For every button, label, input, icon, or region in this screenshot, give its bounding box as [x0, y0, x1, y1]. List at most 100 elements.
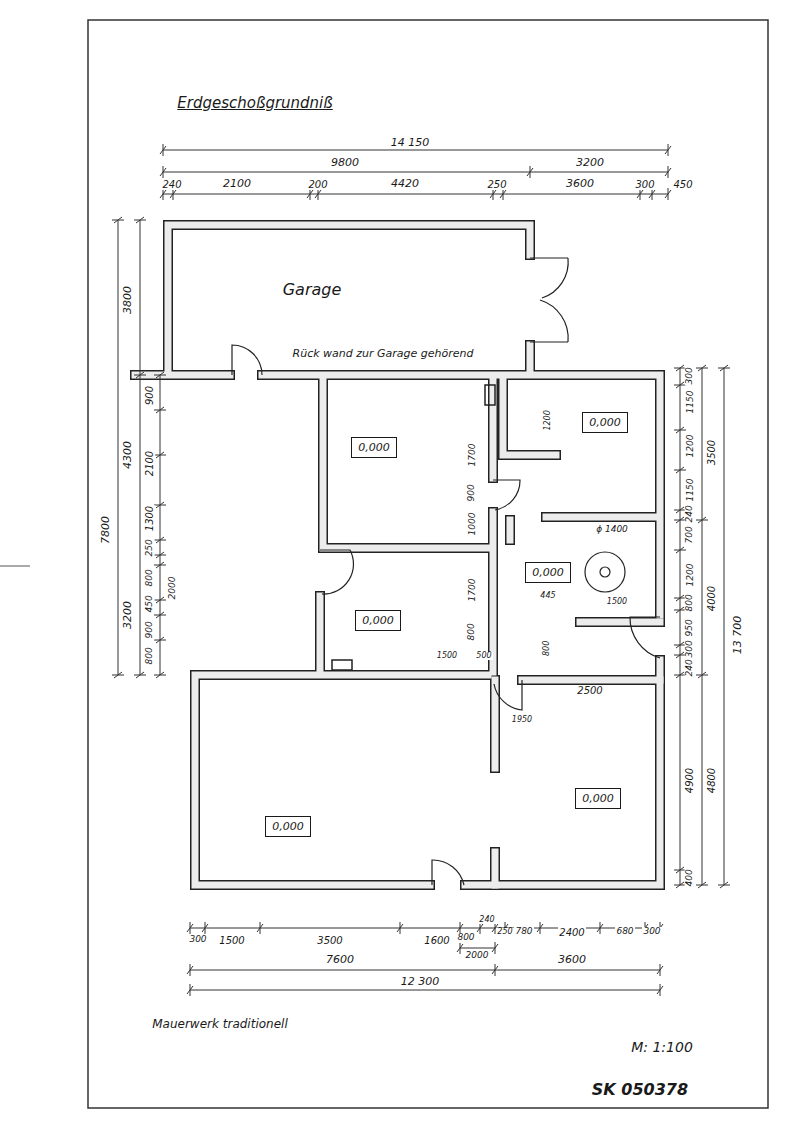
- dimension-text: 1000: [467, 512, 477, 537]
- dimension-tick: [674, 470, 686, 471]
- dimension-tick: [652, 188, 653, 200]
- wall-fill: [507, 520, 514, 540]
- dimension-text: 300: [685, 366, 695, 385]
- dimension-tick: [718, 368, 730, 369]
- dimension-text: 240: [161, 179, 182, 190]
- wall-fill: [262, 375, 660, 615]
- level-value: 0,000: [589, 416, 621, 429]
- level-box: 0,000: [525, 562, 571, 583]
- dimension-tick: [668, 166, 669, 178]
- dimension-text: 2100: [144, 449, 155, 476]
- wall-outline: [488, 380, 498, 478]
- dimension-text: 1150: [685, 390, 695, 415]
- door-swing: [630, 617, 660, 658]
- dimension-text: 2000: [167, 576, 177, 601]
- dimension-tick: [696, 368, 708, 369]
- wall-outline: [465, 660, 660, 885]
- dimension-tick: [205, 922, 206, 934]
- dimension-line: [163, 194, 668, 195]
- dimension-text: 1200: [685, 434, 695, 459]
- dimension-tick: [154, 565, 166, 566]
- dimension-text: 3500: [316, 935, 343, 946]
- dimension-text: 1500: [218, 935, 245, 946]
- dimension-text: 4420: [390, 178, 420, 190]
- dimension-tick: [660, 984, 661, 996]
- wall-outline: [135, 370, 230, 380]
- level-box: 0,000: [575, 788, 621, 809]
- wall-fill: [492, 852, 499, 885]
- wall-fill: [465, 660, 660, 885]
- dimension-text: 2500: [576, 685, 603, 696]
- dimension-text: 4800: [706, 766, 717, 793]
- dimension-text: 3800: [122, 285, 134, 315]
- dimension-tick: [460, 942, 461, 954]
- dimension-text: 300: [642, 927, 661, 937]
- dimension-text: 800: [467, 622, 477, 641]
- dimension-text: 450: [672, 179, 693, 190]
- dimension-tick: [163, 144, 164, 156]
- room-name: Garage: [282, 281, 343, 299]
- punch-mark: [0, 566, 30, 567]
- dimension-text: 1600: [423, 935, 450, 946]
- dimension-text: 800: [544, 639, 553, 656]
- plan-title: Erdgeschoßgrundniß: [177, 95, 332, 112]
- wall-outline: [580, 617, 660, 627]
- dimension-text: 1300: [144, 504, 155, 531]
- dimension-tick: [154, 555, 166, 556]
- dimension-line: [460, 948, 495, 949]
- dimension-text: 800: [456, 933, 475, 943]
- wall-fill: [522, 677, 660, 684]
- dimension-text: 2100: [222, 178, 252, 190]
- dimension-text: 4300: [122, 440, 134, 470]
- dimension-tick: [154, 505, 166, 506]
- dimension-tick: [190, 964, 191, 976]
- dimension-tick: [190, 984, 191, 996]
- dimension-line: [702, 368, 703, 885]
- wall-fill: [580, 619, 660, 626]
- dimension-text: 13 700: [732, 615, 744, 656]
- dimension-line: [190, 990, 660, 991]
- wall-outline: [315, 596, 325, 672]
- dimension-tick: [674, 430, 686, 431]
- dimension-text: 250: [496, 928, 513, 937]
- wall-outline: [488, 512, 498, 672]
- dimension-line: [160, 375, 161, 675]
- dimension-tick: [154, 540, 166, 541]
- dimension-line: [680, 368, 681, 885]
- dimension-text: 3600: [557, 954, 587, 966]
- wall-outline: [490, 680, 500, 768]
- dimension-text: 240: [685, 658, 695, 677]
- door-swing: [494, 680, 522, 710]
- spacer: [205, 1036, 210, 1037]
- dimension-text: 1500: [606, 598, 628, 607]
- dimension-line: [163, 172, 668, 173]
- dimension-text: 780: [514, 927, 533, 937]
- dimension-tick: [154, 410, 166, 411]
- dimension-text: 450: [145, 594, 155, 613]
- wall-outline: [522, 675, 660, 685]
- dimension-tick: [318, 188, 319, 200]
- shower-drain: [600, 567, 610, 577]
- dimension-tick: [154, 455, 166, 456]
- wall-outline: [505, 520, 515, 540]
- door-swing: [530, 300, 568, 342]
- dimension-text: 9800: [330, 157, 360, 169]
- wall-fill: [527, 345, 534, 372]
- dimension-tick: [154, 615, 166, 616]
- dimension-text: 900: [145, 620, 155, 639]
- dimension-tick: [163, 166, 164, 178]
- level-value: 0,000: [272, 820, 304, 833]
- level-value: 0,000: [358, 441, 390, 454]
- dimension-line: [163, 150, 668, 151]
- shower-circle: [585, 552, 625, 592]
- dimension-tick: [600, 922, 601, 934]
- dimension-tick: [134, 375, 146, 376]
- dimension-text: 800: [145, 646, 155, 665]
- dimension-text: 1150: [685, 478, 695, 503]
- dimension-tick: [530, 166, 531, 178]
- dimension-tick: [163, 188, 164, 200]
- wall-outline: [262, 375, 660, 615]
- wall-outline: [525, 345, 535, 372]
- dimension-tick: [154, 640, 166, 641]
